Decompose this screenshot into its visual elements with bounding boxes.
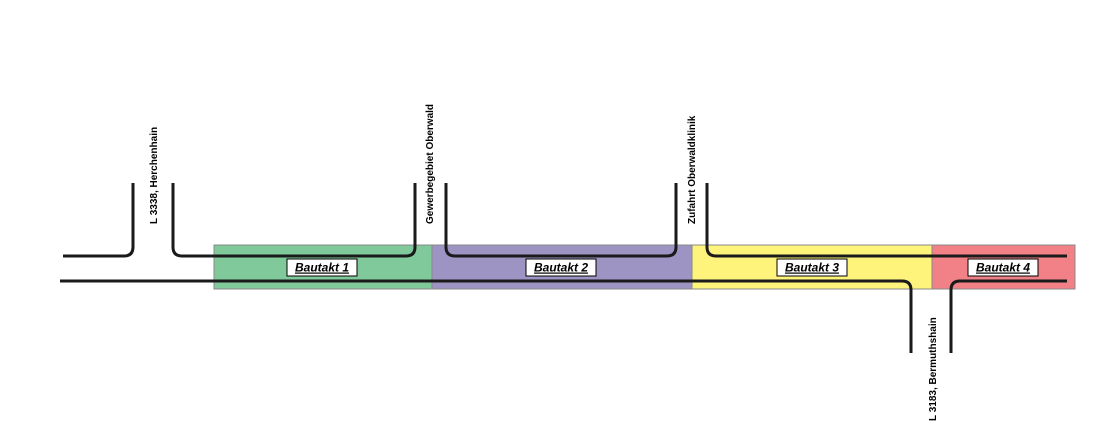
road-upper-left-segment xyxy=(63,183,135,258)
junction-label-bermuthshain: L 3183, Bermuthshain xyxy=(928,317,939,421)
section-label-box-3 xyxy=(776,258,848,277)
road-upper-segment-3 xyxy=(705,183,1067,258)
section-label-4: Bautakt 4 xyxy=(967,258,1039,277)
section-label-1: Bautakt 1 xyxy=(286,258,358,277)
road-upper-segment-2 xyxy=(444,183,678,258)
section-label-box-4 xyxy=(967,258,1039,277)
section-label-text-4: Bautakt 4 xyxy=(976,261,1030,275)
section-label-text-1: Bautakt 1 xyxy=(295,261,349,275)
road-lower-segment-1 xyxy=(60,279,913,353)
section-label-box-2 xyxy=(525,258,597,277)
junction-label-oberwaldklinik: Zufahrt Oberwaldklinik xyxy=(687,115,698,224)
section-label-2: Bautakt 2 xyxy=(525,258,597,277)
junction-label-gewerbegebiet: Gewerbegebiet Oberwald xyxy=(425,104,436,224)
road-network xyxy=(60,183,1067,353)
junction-labels: L 3338, Herchenhain Gewerbegebiet Oberwa… xyxy=(149,104,939,421)
section-label-3: Bautakt 3 xyxy=(776,258,848,277)
section-label-text-3: Bautakt 3 xyxy=(785,261,839,275)
road-upper-segment-1 xyxy=(171,183,417,258)
section-labels: Bautakt 1 Bautakt 2 Bautakt 3 Bautakt 4 xyxy=(286,258,1039,277)
section-label-text-2: Bautakt 2 xyxy=(534,261,588,275)
road-lower-segment-2 xyxy=(949,279,1067,353)
section-label-box-1 xyxy=(286,258,358,277)
junction-label-herchenhain: L 3338, Herchenhain xyxy=(149,127,160,224)
